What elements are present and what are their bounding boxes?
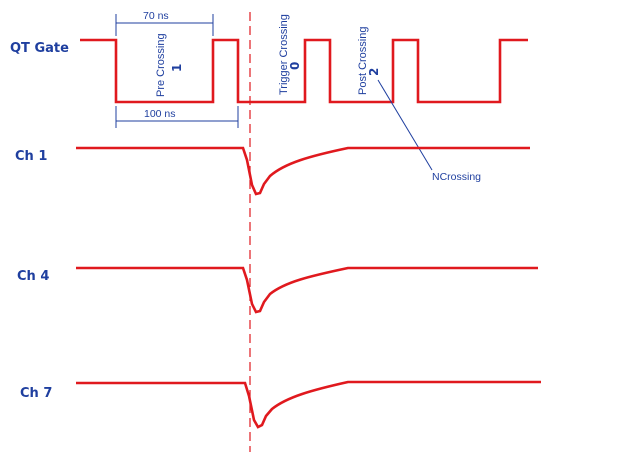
ch7-label: Ch 7 <box>20 386 52 401</box>
trigger-crossing-label: Trigger Crossing <box>278 14 290 95</box>
trigger-crossing-marker: Trigger Crossing 0 <box>278 14 302 95</box>
post-crossing-label: Post Crossing <box>357 27 369 95</box>
pre-crossing-label: Pre Crossing <box>155 33 167 97</box>
qt-gate-label: QT Gate <box>10 41 69 56</box>
trigger-crossing-number: 0 <box>288 62 302 70</box>
period-dimension: 100 ns <box>115 106 239 128</box>
qt-gate-waveform <box>80 38 528 104</box>
ncrossing-label: NCrossing <box>432 171 481 183</box>
gate-width-label: 70 ns <box>143 10 169 22</box>
ch4-waveform <box>76 266 538 314</box>
ch1-waveform <box>76 146 530 196</box>
pre-crossing-number: 1 <box>170 64 184 72</box>
pre-crossing-marker: Pre Crossing 1 <box>155 33 184 97</box>
period-label: 100 ns <box>144 108 176 120</box>
gate-width-dimension: 70 ns <box>115 10 214 36</box>
post-crossing-number: 2 <box>367 68 381 76</box>
ch4-label: Ch 4 <box>17 269 49 284</box>
ch7-waveform <box>76 380 541 429</box>
ncrossing-leader-line <box>377 79 433 171</box>
post-crossing-marker: Post Crossing 2 <box>357 27 381 95</box>
ch1-label: Ch 1 <box>15 149 47 164</box>
